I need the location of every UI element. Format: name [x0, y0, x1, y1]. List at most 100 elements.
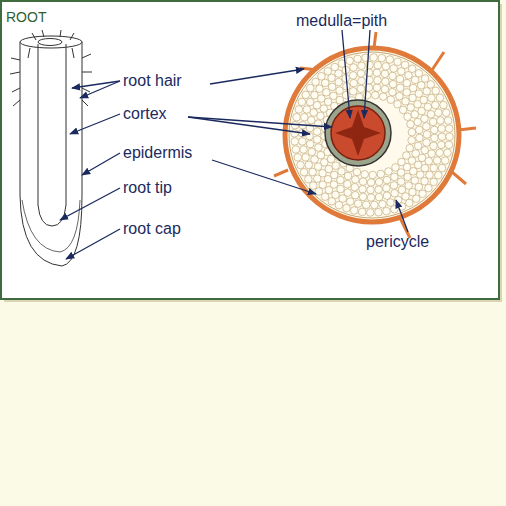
cortex-cell — [295, 106, 303, 114]
cortex-cell — [416, 134, 424, 142]
cortex-cell — [402, 98, 410, 106]
cortex-cell — [408, 128, 416, 136]
cortex-cell — [382, 78, 390, 86]
cortex-cell — [352, 176, 360, 184]
cortex-cell — [374, 76, 382, 84]
cortex-cell — [374, 61, 382, 69]
cortex-cell — [363, 91, 371, 99]
cortex-cell — [307, 116, 315, 124]
cortex-cell — [351, 183, 359, 191]
cortex-cell — [387, 199, 395, 207]
cortex-cell — [389, 88, 397, 96]
cortex-cell — [381, 70, 389, 78]
cortex-cell — [303, 106, 311, 114]
leader-line — [82, 153, 120, 175]
cortex-cell — [349, 72, 357, 80]
part-label: root hair — [123, 72, 182, 90]
cortex-cell — [367, 194, 375, 202]
cortex-cell — [309, 168, 317, 176]
cortex-cell — [391, 205, 399, 213]
root-hairs — [274, 32, 476, 238]
cortex-cell — [421, 177, 429, 185]
cortex-cell — [445, 141, 453, 149]
cortex-cell — [373, 69, 381, 77]
cortex-cell — [409, 84, 417, 92]
leader-line — [70, 114, 120, 134]
cortex-cell — [310, 109, 318, 117]
cortex-cell — [421, 164, 429, 172]
cortex-cell — [291, 130, 299, 138]
cortex-cell — [404, 113, 412, 121]
cortex-cell — [330, 92, 338, 100]
cortex-cell — [338, 168, 346, 176]
cortex-cell — [390, 182, 398, 190]
cortex-cell — [444, 149, 452, 157]
cortex-cell — [433, 157, 441, 165]
cortex-cell — [337, 176, 345, 184]
cortex-cell — [386, 56, 394, 64]
root-cross-section — [274, 32, 476, 238]
cortex-cell — [313, 136, 321, 144]
cortex-cell — [359, 193, 367, 201]
cortex-cell — [359, 185, 367, 193]
root-hair — [432, 52, 444, 70]
endodermis-ring — [325, 100, 391, 166]
cortex-cell — [292, 146, 300, 154]
cortex-cell — [342, 91, 350, 99]
cortex-cell — [300, 113, 308, 121]
cortex-cell — [426, 171, 434, 179]
cortex-cell — [404, 173, 412, 181]
leader-lines — [60, 30, 408, 259]
cortex-cell — [343, 204, 351, 212]
cortex-cell — [332, 162, 340, 170]
part-label: root tip — [123, 179, 172, 197]
cortex-cell — [423, 123, 431, 131]
cortex-cell — [362, 201, 370, 209]
cortex-cell — [367, 186, 375, 194]
cortex-cell — [324, 98, 332, 106]
root-hairs — [10, 30, 92, 106]
cortex-cell — [358, 77, 366, 85]
cortex-cell — [328, 83, 336, 91]
cortex-cell — [399, 106, 407, 114]
cortex-cell — [396, 84, 404, 92]
diagram-title: ROOT — [6, 9, 46, 25]
cortex-cell — [354, 55, 362, 63]
cortex-cell — [369, 171, 377, 179]
cortex-cell — [300, 146, 308, 154]
cortex-cell — [302, 154, 310, 162]
cortex-cell — [444, 117, 452, 125]
cortex-cell — [315, 144, 323, 152]
cortex-cell — [445, 125, 453, 133]
cortex-cell — [416, 171, 424, 179]
cortex-cell — [410, 167, 418, 175]
cortex-cell — [391, 173, 399, 181]
cortex-cell — [438, 125, 446, 133]
cortex-cell — [367, 179, 375, 187]
cortex-cell — [297, 161, 305, 169]
cortex-cell — [419, 190, 427, 198]
cortex-cell — [431, 101, 439, 109]
cortex-cell — [371, 91, 379, 99]
cortex-cell — [306, 98, 314, 106]
cortex-cell — [425, 157, 433, 165]
cortex-cell — [293, 113, 301, 121]
cortex-cell — [335, 78, 343, 86]
cortex-cell — [361, 171, 369, 179]
cortex-cell — [396, 92, 404, 100]
cortex-cell — [298, 98, 306, 106]
cortex-cell — [430, 164, 438, 172]
cortex-cell — [344, 172, 352, 180]
cortex-cell — [383, 176, 391, 184]
cortex-cell — [408, 65, 416, 73]
cortex-cell — [438, 133, 446, 141]
xylem — [335, 110, 381, 156]
cortex-cell — [377, 170, 385, 178]
root-hair — [452, 172, 466, 184]
cortex-cell — [378, 54, 386, 62]
cortex-cell — [324, 68, 332, 76]
cap-line — [22, 200, 80, 252]
cortex-cell — [365, 69, 373, 77]
cortex-cell — [350, 207, 358, 215]
cortex-cell — [379, 93, 387, 101]
